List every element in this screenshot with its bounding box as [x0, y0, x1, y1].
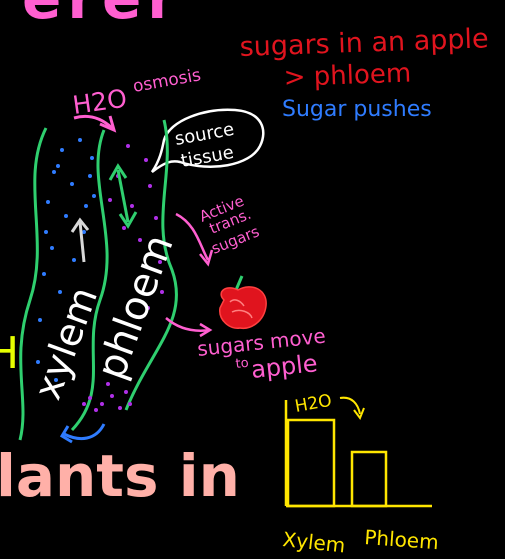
root-blue-arrow: [64, 424, 104, 439]
heading-fragment: erer: [22, 0, 182, 32]
sugars-move-apple: apple: [250, 349, 319, 384]
xylem-up-arrow: [80, 222, 84, 262]
exchange-arrow: [118, 170, 128, 222]
bar-chart-x-label-xylem: Xylem: [281, 527, 346, 557]
red-note-line2: > phloem: [283, 59, 411, 93]
blue-note: Sugar pushes: [282, 97, 432, 122]
bar-chart-h2o-arrow: [340, 398, 360, 414]
phloem-label: phloem: [88, 229, 182, 386]
plants-in-text: lants in: [0, 442, 240, 510]
h2o-label: H2O: [71, 84, 129, 120]
bar-chart-h2o-label: H2O: [293, 391, 333, 417]
apple-icon: [220, 287, 266, 328]
left-cutoff-letter: H: [0, 328, 19, 379]
sugars-move-to: to: [235, 356, 250, 372]
bar-xylem: [288, 420, 334, 506]
bar-chart: H2O Xylem Phloem: [281, 391, 439, 558]
bar-chart-x-label-phloem: Phloem: [364, 525, 440, 554]
red-note-line1: sugars in an apple: [239, 23, 489, 63]
osmosis-label: osmosis: [131, 65, 202, 97]
bar-phloem: [352, 452, 386, 506]
